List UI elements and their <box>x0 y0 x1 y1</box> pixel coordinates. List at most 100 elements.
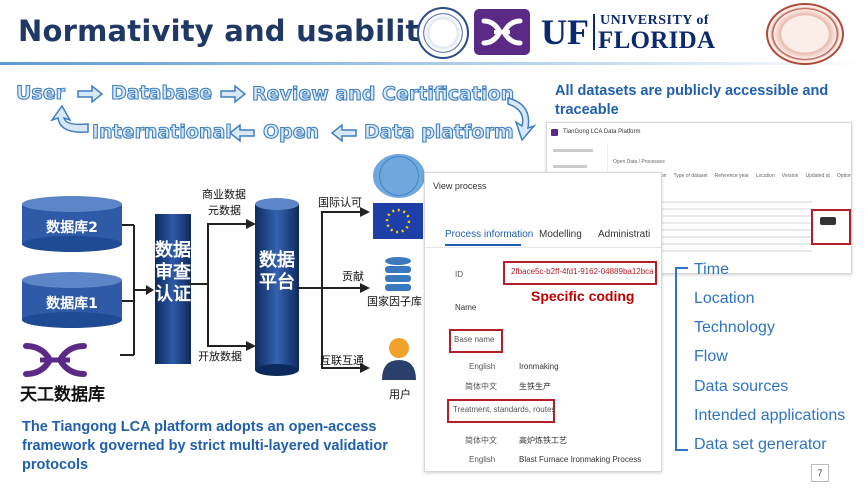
database-1: 数据库1 <box>22 272 122 328</box>
platform-breadcrumb: Open Data / Processes <box>613 159 665 165</box>
review-certification-label: 数据审查认证 <box>155 240 191 305</box>
platform-footer-note: The Tiangong LCA platform adopts an open… <box>22 419 388 473</box>
option-highlight-box <box>811 209 851 245</box>
attribute-item: Location <box>694 290 755 307</box>
col-header: Version <box>781 173 799 179</box>
uf-logo-letters: UF <box>541 12 589 52</box>
commercial-data-label: 商业数据 <box>202 188 246 201</box>
interconnect-label: 互联互通 <box>320 354 364 367</box>
attribute-item: Time <box>694 261 729 278</box>
platform-title: TianGong LCA Data Platform <box>563 129 641 135</box>
arrow-left-icon <box>228 123 255 143</box>
database-cylinder-icon <box>22 272 122 328</box>
view-process-screenshot: View process Process information Modelli… <box>424 172 662 472</box>
uf-logo-university: UNIVERSITY of <box>600 13 710 28</box>
input-connectors <box>120 224 154 356</box>
attribute-bracket <box>675 267 688 451</box>
curved-arrow-up-icon <box>50 104 89 133</box>
col-header: Reference year <box>714 173 749 179</box>
data-platform-label: 数据平台 <box>259 250 295 293</box>
arrow-right-icon <box>220 84 247 104</box>
arrow-left-icon <box>330 123 357 143</box>
flow-open: Open <box>262 120 320 143</box>
treatment-highlight-box <box>447 399 555 423</box>
view-option-icon[interactable] <box>820 217 836 225</box>
id-label: ID <box>455 270 463 279</box>
users-label: 用户 <box>389 388 411 401</box>
english-value: Ironmaking <box>519 362 559 371</box>
open-data-label: 开放数据 <box>198 350 242 363</box>
curved-arrow-down-icon <box>507 97 536 142</box>
col-header: Location <box>755 173 775 179</box>
col-header: Type of dataset <box>673 173 708 179</box>
flow-database: Database <box>110 81 213 104</box>
id-highlight-box <box>503 261 657 285</box>
attribute-item: Data set generator <box>694 436 827 453</box>
base-name-label: Base name <box>454 335 495 344</box>
middle-connectors <box>190 219 256 351</box>
specific-coding-label: Specific coding <box>531 288 635 304</box>
xd-logo-icon <box>481 18 523 46</box>
platform-logo-icon <box>551 129 558 136</box>
english-label-2: English <box>469 455 496 464</box>
chinese-value: 生铁生产 <box>519 382 551 391</box>
page-title: Normativity and usability <box>18 14 439 48</box>
chinese-value-2: 高炉炼铁工艺 <box>519 436 567 445</box>
col-header: Option <box>836 173 852 179</box>
public-access-note: All datasets are publicly accessible and… <box>555 83 829 118</box>
flow-user: User <box>15 81 65 104</box>
title-underline <box>0 62 868 65</box>
un-logo-icon <box>373 154 425 198</box>
tiangong-logo-icon <box>23 343 87 377</box>
id-value: 2fbace5c-b2ff-4fd1-9162-04889ba12bca <box>511 267 654 276</box>
chinese-label-2: 简体中文 <box>465 436 497 445</box>
english-value-2: Blast Furnace Ironmaking Process <box>519 455 642 464</box>
xd-logo <box>474 9 530 55</box>
platform-cylinder-icon <box>255 198 299 376</box>
tab-modelling[interactable]: Modelling <box>539 229 582 240</box>
intl-recognition-label: 国际认可 <box>318 196 362 209</box>
metadata-label: 元数据 <box>208 204 241 217</box>
active-tab-indicator <box>445 244 521 246</box>
name-label: Name <box>455 303 477 312</box>
attribute-item: Data sources <box>694 378 789 395</box>
treatment-label: Treatment, standards, routes <box>453 405 556 414</box>
tab-divider <box>425 247 661 248</box>
user-icon <box>382 338 416 380</box>
university-seal-red-logo <box>766 3 844 65</box>
factor-database-icon <box>385 257 411 291</box>
university-seal-logo <box>417 7 469 59</box>
flow-data-platform: Data platform <box>363 120 514 143</box>
attribute-item: Intended applications <box>694 407 846 424</box>
table-header-row: Classification Type of dataset Reference… <box>637 173 852 179</box>
sidebar-item[interactable] <box>553 149 593 152</box>
english-label: English <box>469 362 496 371</box>
data-platform-cylinder <box>255 198 299 378</box>
attribute-item: Flow <box>694 348 728 365</box>
page-number: 7 <box>811 464 829 482</box>
eu-flag-icon <box>373 203 423 239</box>
chinese-label: 简体中文 <box>465 382 497 391</box>
uf-logo-florida: FLORIDA <box>598 27 716 54</box>
arrow-right-icon <box>77 84 104 104</box>
eu-stars-icon <box>385 208 411 234</box>
tab-process-information[interactable]: Process information <box>445 229 534 240</box>
sidebar-item[interactable] <box>553 165 587 168</box>
flow-international: International <box>91 120 232 143</box>
output-connectors <box>298 207 370 373</box>
uf-logo-divider <box>593 14 595 50</box>
review-certification-bar <box>155 214 191 364</box>
database-cylinder-icon <box>22 196 122 252</box>
attribute-item: Technology <box>694 319 775 336</box>
table-row[interactable] <box>637 201 812 253</box>
base-name-highlight-box <box>449 329 503 353</box>
tab-administration[interactable]: Administrati <box>598 229 651 240</box>
view-process-title: View process <box>433 181 487 191</box>
database-1-label: 数据库1 <box>46 296 98 312</box>
database-2: 数据库2 <box>22 196 122 252</box>
col-header: Updated at <box>805 173 830 179</box>
contribution-label: 贡献 <box>342 270 364 283</box>
tiangong-database-label: 天工数据库 <box>20 385 105 405</box>
national-factor-db-label: 国家因子库 <box>367 295 422 308</box>
database-2-label: 数据库2 <box>46 220 98 236</box>
